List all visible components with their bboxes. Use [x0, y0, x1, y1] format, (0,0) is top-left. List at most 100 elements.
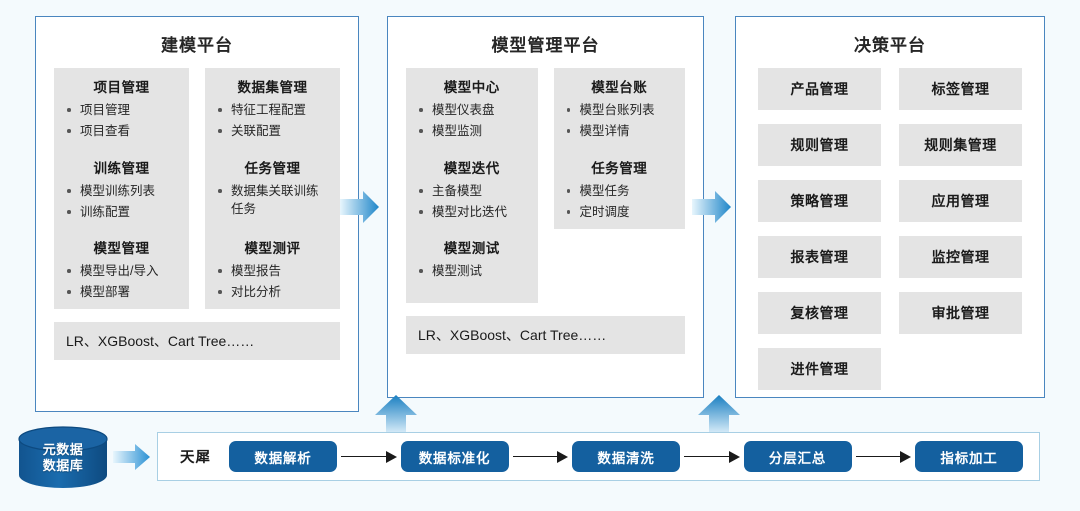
- card-item-list: 模型导出/导入 模型部署: [64, 262, 179, 301]
- card-model-ledger[interactable]: 模型台账 模型台账列表 模型详情: [553, 68, 685, 149]
- card-item-list: 主备模型 模型对比迭代: [416, 182, 528, 221]
- panel-model-management-platform: 模型管理平台 模型中心 模型仪表盘 模型监测 模型台账 模型台账列表 模型详情: [387, 16, 704, 398]
- card-project-management[interactable]: 项目管理 项目管理 项目查看: [54, 68, 189, 149]
- list-item[interactable]: 模型任务: [564, 182, 676, 200]
- card-title: 任务管理: [591, 161, 648, 176]
- card-item-list: 模型训练列表 训练配置: [64, 182, 179, 221]
- management-algorithms-footer: LR、XGBoost、Cart Tree……: [406, 316, 685, 354]
- module-rule-management[interactable]: 规则管理: [758, 124, 881, 166]
- pipeline-connector-arrow-icon: [684, 450, 740, 463]
- pipeline-stage-data-parsing[interactable]: 数据解析: [229, 441, 337, 472]
- list-item[interactable]: 特征工程配置: [215, 101, 330, 119]
- modeling-algorithms-footer: LR、XGBoost、Cart Tree……: [54, 322, 340, 360]
- card-item-list: 模型报告 对比分析: [215, 262, 330, 301]
- management-row-1: 模型中心 模型仪表盘 模型监测 模型台账 模型台账列表 模型详情: [406, 68, 685, 149]
- panel-decision-platform: 决策平台 产品管理 标签管理 规则管理 规则集管理 策略管理 应用管理 报表管理…: [735, 16, 1045, 398]
- pipeline-system-label: 天犀: [180, 450, 211, 466]
- card-item-list: 模型仪表盘 模型监测: [416, 101, 528, 140]
- flow-arrow-right-icon: [113, 444, 150, 470]
- database-icon: [18, 426, 108, 488]
- pipeline-stage-metric-processing[interactable]: 指标加工: [915, 441, 1023, 472]
- card-model-management[interactable]: 模型管理 模型导出/导入 模型部署: [54, 229, 189, 309]
- card-title: 数据集管理: [237, 80, 308, 95]
- pipeline-connector-arrow-icon: [512, 450, 568, 463]
- flow-arrow-up-icon: [698, 395, 740, 437]
- module-review-management[interactable]: 复核管理: [758, 292, 881, 334]
- list-item[interactable]: 数据集关联训练任务: [215, 182, 330, 218]
- modeling-row-3: 模型管理 模型导出/导入 模型部署 模型测评 模型报告 对比分析: [54, 229, 340, 309]
- list-item[interactable]: 模型部署: [64, 283, 179, 301]
- list-item[interactable]: 模型监测: [416, 122, 528, 140]
- panel-title-model-management: 模型管理平台: [491, 36, 600, 55]
- list-item[interactable]: 定时调度: [564, 203, 676, 221]
- list-item[interactable]: 训练配置: [64, 203, 179, 221]
- card-title: 训练管理: [93, 161, 150, 176]
- management-row-2: 模型迭代 主备模型 模型对比迭代 任务管理 模型任务 定时调度: [406, 149, 685, 229]
- card-item-list: 模型台账列表 模型详情: [564, 101, 676, 140]
- card-task-management[interactable]: 任务管理 模型任务 定时调度: [553, 149, 685, 229]
- decision-module-grid: 产品管理 标签管理 规则管理 规则集管理 策略管理 应用管理 报表管理 监控管理…: [736, 68, 1044, 390]
- panel-title-modeling: 建模平台: [161, 36, 233, 55]
- card-model-evaluation[interactable]: 模型测评 模型报告 对比分析: [205, 229, 340, 309]
- module-monitor-management[interactable]: 监控管理: [899, 236, 1022, 278]
- management-card-grid: 模型中心 模型仪表盘 模型监测 模型台账 模型台账列表 模型详情 模型迭代: [388, 68, 703, 303]
- database-label-line2: 数据库: [42, 458, 84, 473]
- module-approval-management[interactable]: 审批管理: [899, 292, 1022, 334]
- database-label-line1: 元数据: [42, 442, 84, 457]
- modeling-card-grid: 项目管理 项目管理 项目查看 数据集管理 特征工程配置 关联配置 训练管理: [36, 68, 358, 309]
- list-item[interactable]: 对比分析: [215, 283, 330, 301]
- modeling-row-2: 训练管理 模型训练列表 训练配置 任务管理 数据集关联训练任务: [54, 149, 340, 229]
- pipeline-stage-data-standardization[interactable]: 数据标准化: [400, 441, 509, 472]
- card-title: 模型测试: [443, 241, 500, 256]
- card-model-test[interactable]: 模型测试 模型测试: [406, 229, 538, 303]
- panel-modeling-platform: 建模平台 项目管理 项目管理 项目查看 数据集管理 特征工程配置 关联配置: [35, 16, 359, 412]
- flow-arrow-up-icon: [375, 395, 417, 437]
- flow-arrow-right-icon: [692, 191, 731, 223]
- panel-title-decision: 决策平台: [854, 36, 926, 55]
- card-title: 模型台账: [591, 80, 648, 95]
- list-item[interactable]: 模型报告: [215, 262, 330, 280]
- pipeline-stage-layered-aggregation[interactable]: 分层汇总: [743, 441, 852, 472]
- card-item-list: 模型测试: [416, 262, 528, 280]
- list-item[interactable]: 主备模型: [416, 182, 528, 200]
- module-strategy-management[interactable]: 策略管理: [758, 180, 881, 222]
- list-item[interactable]: 模型对比迭代: [416, 203, 528, 221]
- list-item[interactable]: 模型导出/导入: [64, 262, 179, 280]
- list-item[interactable]: 模型台账列表: [564, 101, 676, 119]
- list-item[interactable]: 模型仪表盘: [416, 101, 528, 119]
- module-ruleset-management[interactable]: 规则集管理: [899, 124, 1022, 166]
- list-item[interactable]: 模型测试: [416, 262, 528, 280]
- card-slot-empty: [554, 229, 686, 303]
- pipeline-connector-arrow-icon: [855, 450, 911, 463]
- card-item-list: 特征工程配置 关联配置: [215, 101, 330, 140]
- list-item[interactable]: 模型详情: [564, 122, 676, 140]
- pipeline-stage-data-cleaning[interactable]: 数据清洗: [572, 441, 680, 472]
- pipeline-connector-arrow-icon: [341, 450, 397, 463]
- card-task-management[interactable]: 任务管理 数据集关联训练任务: [205, 149, 340, 229]
- module-label-management[interactable]: 标签管理: [899, 68, 1022, 110]
- module-report-management[interactable]: 报表管理: [758, 236, 881, 278]
- card-title: 模型中心: [443, 80, 500, 95]
- card-training-management[interactable]: 训练管理 模型训练列表 训练配置: [54, 149, 189, 229]
- list-item[interactable]: 关联配置: [215, 122, 330, 140]
- card-model-iteration[interactable]: 模型迭代 主备模型 模型对比迭代: [406, 149, 538, 229]
- card-dataset-management[interactable]: 数据集管理 特征工程配置 关联配置: [205, 68, 340, 149]
- card-model-center[interactable]: 模型中心 模型仪表盘 模型监测: [406, 68, 538, 149]
- module-application-management[interactable]: 应用管理: [899, 180, 1022, 222]
- card-title: 模型测评: [244, 241, 301, 256]
- flow-arrow-right-icon: [340, 191, 379, 223]
- list-item[interactable]: 模型训练列表: [64, 182, 179, 200]
- card-item-list: 模型任务 定时调度: [564, 182, 676, 221]
- module-product-management[interactable]: 产品管理: [758, 68, 881, 110]
- data-pipeline-bar: 天犀 数据解析 数据标准化 数据清洗 分层汇总 指标加工: [157, 432, 1040, 481]
- card-item-list: 数据集关联训练任务: [215, 182, 330, 218]
- database-label: 元数据 数据库: [16, 442, 110, 474]
- card-title: 项目管理: [93, 80, 150, 95]
- card-title: 任务管理: [244, 161, 301, 176]
- metadata-database-cylinder: 元数据 数据库: [16, 426, 110, 488]
- card-item-list: 项目管理 项目查看: [64, 101, 179, 140]
- module-intake-management[interactable]: 进件管理: [758, 348, 881, 390]
- list-item[interactable]: 项目查看: [64, 122, 179, 140]
- list-item[interactable]: 项目管理: [64, 101, 179, 119]
